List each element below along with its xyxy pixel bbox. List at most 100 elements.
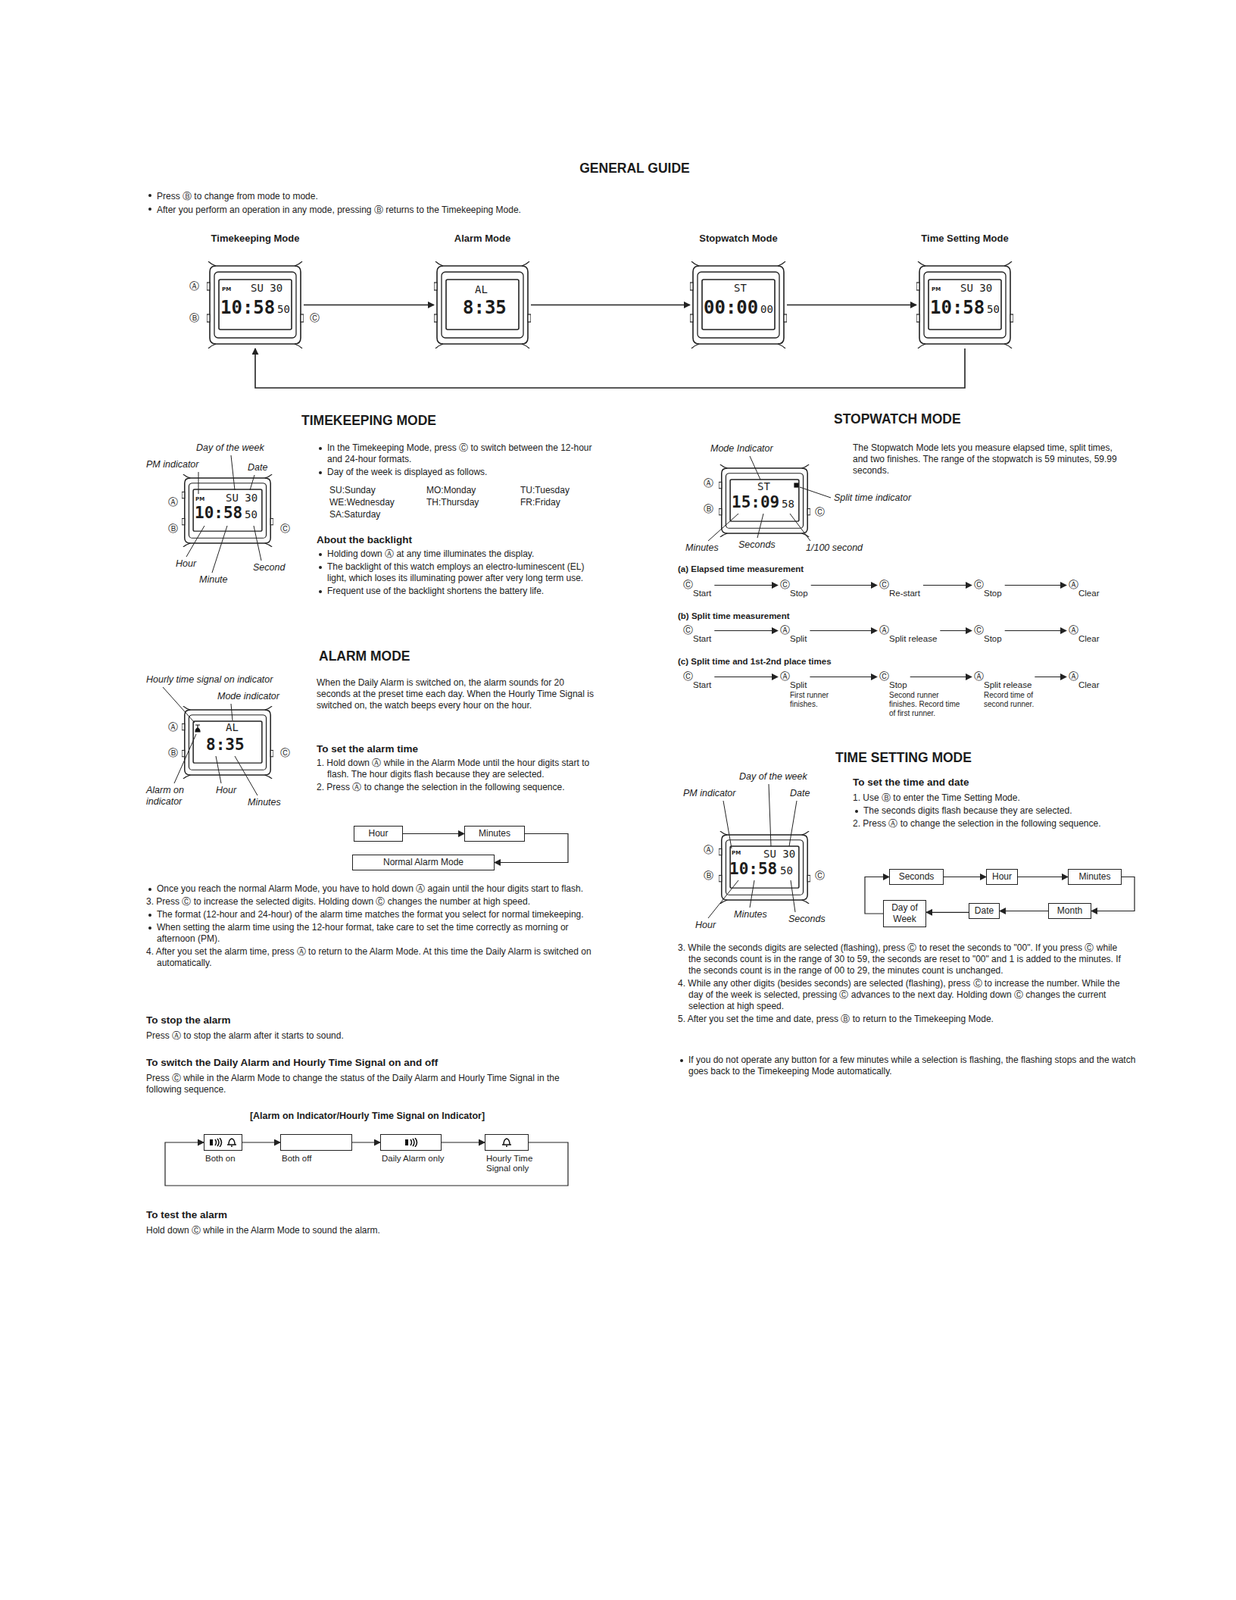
drawing-part [799,486,831,498]
callout-label: PM indicator [683,787,736,800]
sequence-box: Minutes [1067,868,1122,885]
text-column: Press Ⓑ to change from mode to mode.Afte… [146,189,980,217]
bullet-item: In the Timekeeping Mode, press Ⓒ to swit… [316,442,599,466]
drawing-part [174,733,197,784]
lcd-text: SU 30 [225,492,258,504]
bullet-item: If you do not operate any button for a f… [677,1054,1142,1077]
sequence-heading: (b) Split time measurement [677,610,790,622]
text-column: 1. Hold down Ⓐ while in the Alarm Mode u… [316,757,599,795]
sequence-step: Stop [983,588,1002,599]
page-title: GENERAL GUIDE [483,160,787,177]
drawing-part [234,755,258,796]
sequence-box: Day of Week [883,899,927,927]
drawing-part [749,880,755,908]
sequence-step: Start [692,588,712,599]
bullet-item: The seconds digits flash because they ar… [852,805,1130,817]
sequence-arrow [714,676,778,678]
callout-label: PM indicator [146,458,199,471]
callout-label: Alarm on indicator [146,784,203,808]
sequence-arrow [714,630,778,631]
lcd-text: SU 30 [763,848,796,860]
day-table-cell: MO:Monday [426,484,476,497]
drawing-part [249,474,255,491]
button-letter: Ⓒ [683,670,693,682]
indicator-box: Both off [280,1133,375,1164]
indicator-frame [380,1133,442,1151]
connector [255,348,965,388]
drawing-part [198,471,200,494]
callout-label: Hour [695,919,716,931]
sequence-box-text: Minutes [464,825,525,842]
sequence-note: Record time of second runner. [983,690,1056,709]
paragraph: The Stopwatch Mode lets you measure elap… [852,442,1130,477]
section-heading: TIMEKEEPING MODE [293,412,445,429]
numbered-step: 4. After you set the alarm time, press Ⓐ… [146,945,597,969]
sequence-step: Stop [889,680,908,690]
sequence-arrow [811,584,878,586]
bullet-item: Press Ⓑ to change from mode to mode. [146,189,980,203]
bullet-item: Day of the week is displayed as follows. [316,466,599,478]
callout-label: Split time indicator [833,492,912,504]
sequence-box-text: Date [968,902,1000,919]
bullet-item: Once you reach the normal Alarm Mode, yo… [146,883,597,895]
button-letter: Ⓒ [879,578,890,590]
sequence-step: Split release [983,680,1032,690]
numbered-step: 2. Press Ⓐ to change the selection in th… [852,817,1130,830]
drawing-part [790,880,796,912]
signal-icon [226,1136,238,1148]
lcd-text: 50 [277,303,291,316]
connector [242,1141,281,1143]
indicator-frame [203,1133,243,1151]
sequence-arrow [1005,630,1067,631]
button-letter: Ⓐ [780,624,790,636]
sequence-arrow [910,676,972,678]
button-letter: Ⓐ [1068,578,1079,590]
sequence-step: Split [789,633,807,644]
connectors [165,305,1135,1187]
mode-heading: Timekeeping Mode [198,231,313,246]
button-letter: Ⓐ [973,670,984,682]
indicator-box: Daily Alarm only [380,1133,465,1164]
mode-watch: Alarm ModeAL8:35 [425,231,540,349]
sequence-arrow [809,630,878,631]
callout-label: Mode Indicator [710,443,774,455]
numbered-step: 3. While the seconds digits are selected… [677,942,1131,977]
sequence-step: Stop [789,588,809,599]
button-letter: Ⓒ [973,578,984,590]
numbered-step: 2. Press Ⓐ to change the selection in th… [316,781,599,793]
sequence-box-text: Month [1048,902,1092,919]
drawing-part [230,455,235,491]
connector [1017,876,1068,878]
watch-illustrations [181,464,811,904]
drawing-part [789,800,797,846]
numbered-step: 1. Hold down Ⓐ while in the Alarm Mode u… [316,757,599,781]
drawing-part [718,464,811,537]
sequence-box-text: Seconds [889,868,944,885]
button-letter: Ⓐ [879,624,890,636]
lcd-text: 8:35 [462,297,507,318]
lcd-text: 50 [244,508,258,521]
paragraph: Press Ⓒ while in the Alarm Mode to chang… [146,1072,597,1096]
button-letter: Ⓐ [1068,624,1079,636]
sequence-box: Minutes [464,825,525,842]
lcd-digits: 10:58 [729,860,778,878]
callout-label: Minutes [247,796,281,809]
sequence-step: Start [692,680,712,690]
callout-label: Hour [215,784,237,796]
bullet-item: Frequent use of the backlight shortens t… [316,585,599,597]
day-table-cell: SU:Sunday [329,484,376,497]
drawing-part [794,483,799,487]
numbered-step: 5. After you set the time and date, pres… [677,1013,1131,1025]
subheading: About the backlight [316,533,412,547]
lcd-text: 10:58 [930,297,985,318]
watch-case [206,261,304,349]
sequence-box-text: Day of Week [883,899,927,927]
lcd-text: ST [757,480,771,493]
day-table-cell: TU:Tuesday [520,484,570,497]
sequence-box: Date [968,902,1000,919]
button-letter: Ⓐ [168,496,178,508]
subheading: To set the time and date [852,775,970,789]
sequence-heading: (c) Split time and 1st-2nd place times [677,655,832,667]
lcd-text: 00 [760,303,774,316]
